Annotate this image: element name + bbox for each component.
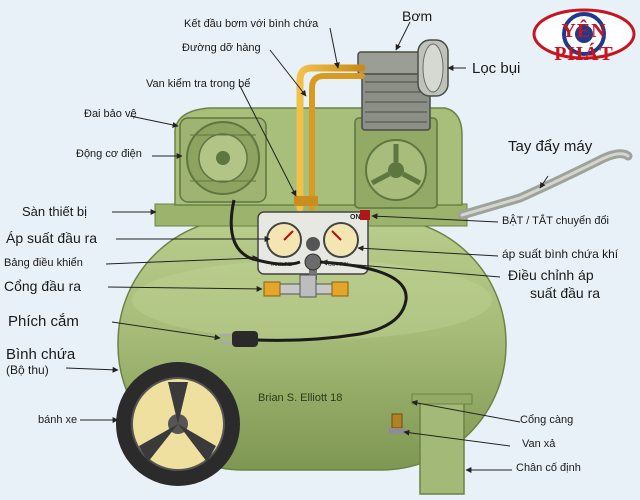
electric-motor bbox=[179, 117, 267, 203]
power-cord-lower bbox=[255, 260, 408, 342]
leader-lines bbox=[65, 21, 549, 473]
label-wheel: bánh xe bbox=[38, 414, 78, 426]
pump-block bbox=[354, 51, 438, 209]
discharge-pipe bbox=[294, 64, 366, 212]
drain-valve bbox=[388, 413, 406, 434]
push-handle bbox=[457, 149, 633, 220]
logo-text: YÊN PHÁT bbox=[554, 20, 614, 65]
artist-signature: Brian S. Elliott 18 bbox=[258, 392, 343, 404]
control-panel bbox=[257, 210, 370, 275]
label-regulator-2: suất đầu ra bbox=[530, 285, 601, 301]
wheel bbox=[116, 362, 240, 486]
air-filter bbox=[417, 39, 449, 97]
label-output-pressure: Áp suất đầu ra bbox=[6, 230, 98, 246]
support-foot bbox=[411, 393, 473, 495]
label-receiver: (Bộ thu) bbox=[6, 363, 49, 377]
label-foot: Chân cố định bbox=[516, 462, 581, 474]
label-filter: Lọc bụi bbox=[472, 60, 521, 77]
power-plug bbox=[220, 331, 258, 347]
label-handle: Tay đẩy máy bbox=[508, 138, 593, 155]
label-outlet: Cổng đầu ra bbox=[4, 278, 82, 294]
label-on-off: BẬT / TẮT chuyển đổi bbox=[502, 215, 610, 227]
outlet-fittings bbox=[263, 274, 349, 298]
label-control-panel: Bảng điều khiển bbox=[4, 257, 83, 269]
label-deck: Sàn thiết bị bbox=[22, 204, 88, 219]
label-check-valve: Van kiểm tra trong bể bbox=[146, 78, 251, 90]
panel-on-text: ON bbox=[350, 214, 361, 221]
label-tank: Bình chứa bbox=[6, 346, 76, 363]
label-pump: Bơm bbox=[402, 8, 433, 24]
brand-logo: YÊN PHÁT bbox=[532, 4, 636, 65]
label-belt-guard: Đai bảo vệ bbox=[84, 108, 137, 120]
label-stand: Cổng càng bbox=[520, 414, 574, 426]
label-drain: Van xả bbox=[522, 438, 556, 450]
label-regulator-1: Điều chỉnh áp bbox=[508, 267, 594, 283]
label-guide-line: Đường dỡ hàng bbox=[182, 42, 261, 54]
label-plug: Phích cắm bbox=[8, 313, 79, 330]
label-tank-pressure: áp suất bình chứa khí bbox=[502, 247, 619, 261]
label-motor: Động cơ điện bbox=[76, 148, 142, 160]
logo-eye-icon bbox=[532, 8, 636, 60]
label-connector: Kết đầu bơm với bình chứa bbox=[184, 18, 319, 30]
